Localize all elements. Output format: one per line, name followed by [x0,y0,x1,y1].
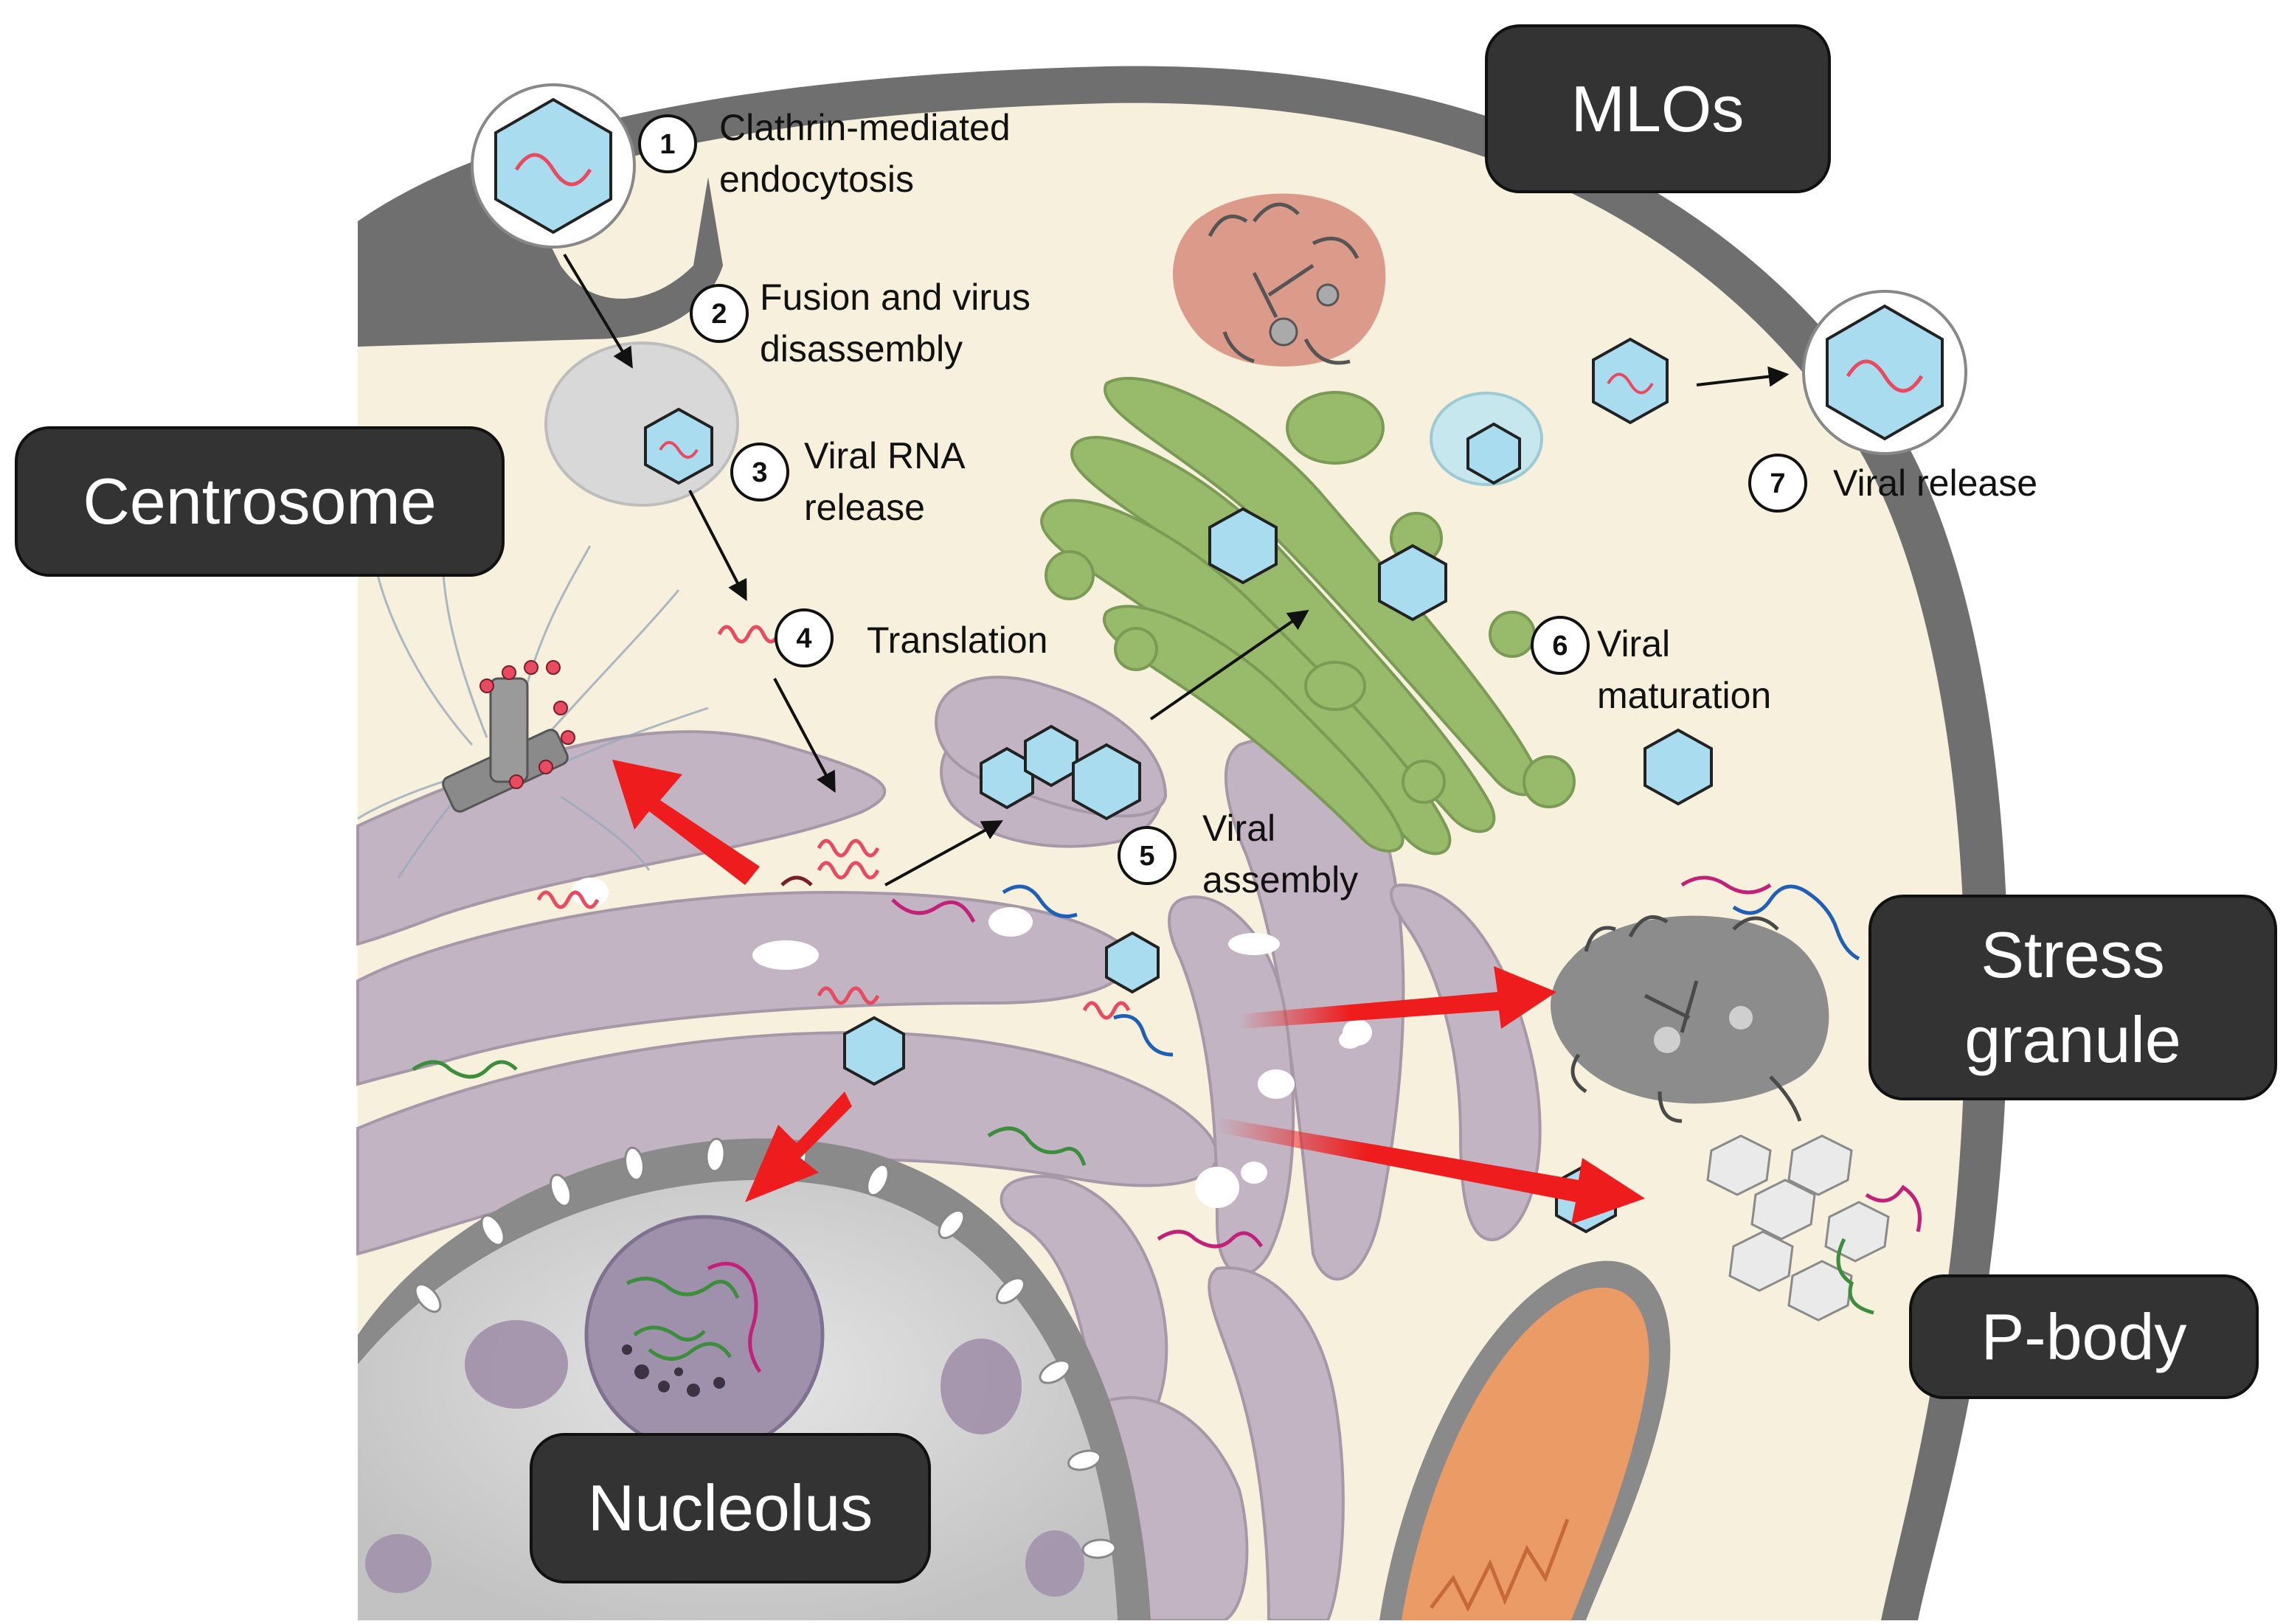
step-label: Viral [1202,808,1275,849]
step-label: release [804,487,925,528]
step-label: Fusion and virus [760,277,1031,318]
step-3: 3 Viral RNA release [730,435,966,528]
step-number: 2 [711,299,727,330]
label-stress-granule: Stress granule [1868,895,2277,1100]
nucleolus-body [584,1215,825,1455]
arrow-to-centrosome [612,760,760,885]
step-number: 4 [796,623,811,654]
arrow-to-p-body [1217,1117,1645,1224]
pathway-arrows [563,253,1790,886]
step-label: Viral release [1833,462,2037,504]
virion-budding [1592,337,1669,425]
step-label: assembly [1202,859,1358,901]
nucleolus-granules [622,1344,725,1397]
step-label: Translation [867,620,1047,661]
step-number: 7 [1770,468,1785,499]
step-5: 5 Viral assembly [1118,808,1358,901]
step-6: 6 Viral maturation [1531,616,1771,716]
label-centrosome: Centrosome [15,426,505,577]
virion-outer [471,83,636,249]
step-number: 6 [1552,631,1568,662]
svg-text:Nucleolus: Nucleolus [588,1471,873,1544]
svg-text:Centrosome: Centrosome [83,465,436,538]
mitochondrion [1379,1260,1671,1620]
er-lumen-holes [572,878,1372,1208]
step-label: disassembly [760,328,963,369]
p-body-illustration [1706,1134,1922,1322]
arrow-to-stress-granule [1239,966,1556,1029]
chromatin-blob [365,1534,432,1593]
chromatin-blob [1025,1530,1084,1597]
chromatin-blob [941,1339,1022,1434]
golgi-apparatus [1040,377,1576,856]
rna-strand-green [626,1277,740,1299]
step-label: Viral RNA [804,435,966,476]
virion-assembly [843,724,1617,1234]
svg-text:MLOs: MLOs [1571,72,1745,145]
svg-text:P-body: P-body [1981,1300,2187,1373]
endocytic-pit [358,177,723,347]
rna-strand-magenta [707,1261,762,1373]
step-2: 2 Fusion and virus disassembly [690,277,1031,369]
virion-released [1802,290,1967,455]
rna-strand-green [633,1325,706,1342]
step-number: 5 [1139,841,1154,872]
centrosome-illustration [357,545,709,878]
chromatin-blob [465,1320,568,1409]
virion-golgi [1208,422,1713,806]
golgi-vesicle [1304,661,1366,711]
endosome [544,341,739,507]
virion-endosome [644,407,713,485]
label-p-body: P-body [1909,1274,2259,1399]
step-1: 1 Clathrin-mediated endocytosis [638,107,1011,200]
step-label: Clathrin-mediated [719,107,1011,148]
step-4: 4 Translation [775,608,1047,667]
rna-fragments [412,625,1264,1249]
step-7: 7 Viral release [1748,454,2037,513]
mlo-condensate [1173,193,1386,367]
svg-text:Stress: Stress [1981,918,2164,991]
label-mlos: MLOs [1485,24,1831,193]
arrow-to-nucleolus [745,1092,852,1202]
step-number: 1 [659,129,675,160]
step-label: endocytosis [719,159,914,200]
step-label: Viral [1597,623,1670,664]
stress-granule-illustration [1551,875,1860,1123]
label-nucleolus: Nucleolus [530,1433,931,1583]
svg-text:granule: granule [1964,1003,2181,1076]
mlo-arrows [612,760,1645,1224]
step-label: maturation [1597,675,1771,716]
golgi-vesicle [1286,391,1385,465]
step-number: 3 [752,457,767,488]
rna-strand-green [648,1342,732,1361]
